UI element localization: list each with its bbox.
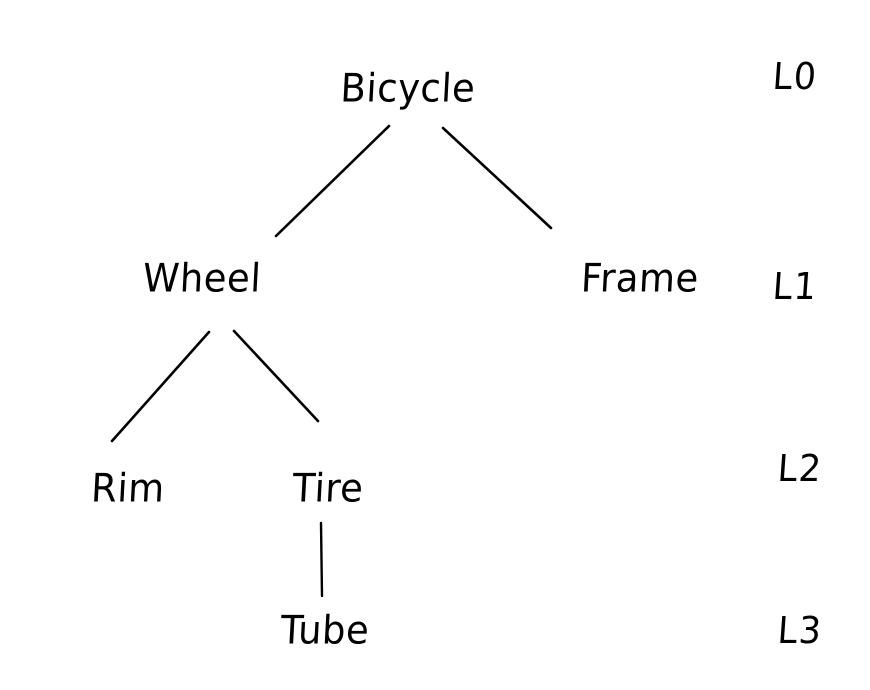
level-label-l0: L0 [771, 56, 819, 99]
edge-tire-tube [319, 521, 324, 598]
node-tube[interactable]: Tube [279, 607, 371, 653]
node-wheel[interactable]: Wheel [141, 255, 263, 301]
edge-bicycle-wheel [274, 124, 391, 238]
level-label-l2: L2 [776, 448, 824, 491]
level-label-l1: L1 [771, 266, 819, 309]
node-rim[interactable]: Rim [90, 465, 166, 511]
edge-bicycle-frame [441, 126, 553, 230]
edge-wheel-rim [110, 330, 211, 443]
node-bicycle[interactable]: Bicycle [339, 65, 477, 111]
edge-wheel-tire [232, 329, 320, 423]
node-tire[interactable]: Tire [291, 465, 365, 511]
level-label-l3: L3 [776, 610, 824, 653]
node-frame[interactable]: Frame [579, 255, 701, 301]
